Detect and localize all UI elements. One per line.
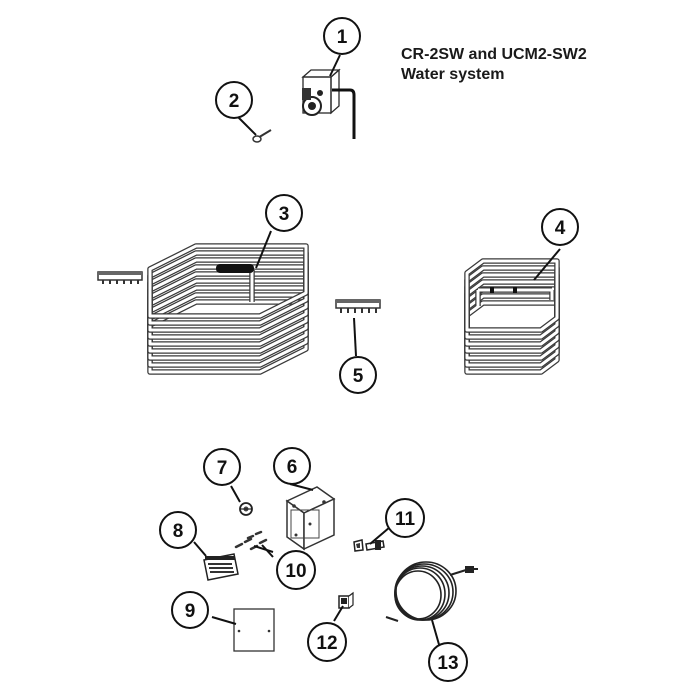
leader-lines xyxy=(193,54,561,649)
part-4-small-coil xyxy=(464,258,560,375)
callout-2: 2 xyxy=(215,81,253,119)
part-6-electrical-box xyxy=(285,486,336,551)
callout-3: 3 xyxy=(265,194,303,232)
part-12-switch xyxy=(338,591,354,609)
callout-10: 10 xyxy=(276,550,316,590)
part-9-cover-plate xyxy=(233,608,275,652)
callout-3-label: 3 xyxy=(279,204,290,225)
callout-9: 9 xyxy=(171,591,209,629)
part-2-screw xyxy=(252,129,272,143)
callout-5: 5 xyxy=(339,356,377,394)
callout-13: 13 xyxy=(428,642,468,682)
part-1-water-valve xyxy=(301,68,356,139)
part-3-evaporator-coil xyxy=(147,243,309,375)
callout-7: 7 xyxy=(203,448,241,486)
callout-10-label: 10 xyxy=(285,561,306,582)
callout-5-label: 5 xyxy=(353,366,364,387)
part-11-bracket xyxy=(353,539,385,552)
callout-13-label: 13 xyxy=(437,653,458,674)
callout-12-label: 12 xyxy=(316,633,337,654)
callout-7-label: 7 xyxy=(217,458,228,479)
diagram-title: CR-2SW and UCM2-SW2 xyxy=(401,46,587,63)
callout-4: 4 xyxy=(541,208,579,246)
callout-6-label: 6 xyxy=(287,457,298,478)
callout-1-label: 1 xyxy=(337,27,348,48)
part-7-knob xyxy=(239,502,253,516)
part-8-switch-plate xyxy=(203,553,239,581)
diagram-subtitle: Water system xyxy=(401,66,505,83)
callout-11: 11 xyxy=(385,498,425,538)
callout-1: 1 xyxy=(323,17,361,55)
callout-2-label: 2 xyxy=(229,91,240,112)
callout-11-label: 11 xyxy=(395,509,416,530)
callout-4-label: 4 xyxy=(555,218,566,239)
callout-9-label: 9 xyxy=(185,601,196,622)
part-13-water-tubing xyxy=(385,561,478,622)
part-5-coil-spacer xyxy=(335,299,381,313)
callout-8-label: 8 xyxy=(173,521,184,542)
callout-8: 8 xyxy=(159,511,197,549)
part-10-screws xyxy=(234,530,268,551)
callout-6: 6 xyxy=(273,447,311,485)
callout-12: 12 xyxy=(307,622,347,662)
coil-spacer-comb-left xyxy=(97,271,143,284)
